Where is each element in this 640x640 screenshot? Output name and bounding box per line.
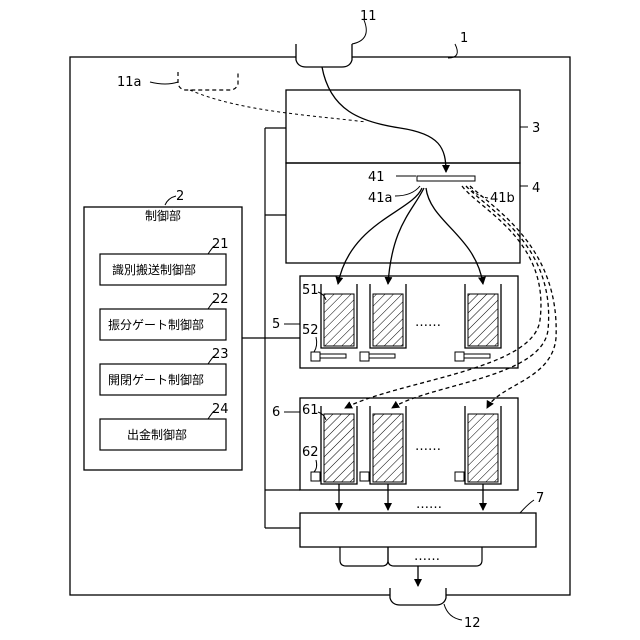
- ref-51: 51: [302, 283, 319, 298]
- opening-gate-52-a: [311, 352, 346, 361]
- ref-11: 11: [360, 9, 377, 24]
- ellipsis-bracket: ……: [414, 549, 440, 564]
- ref-3: 3: [532, 121, 540, 136]
- ellipsis-outlets: ……: [416, 497, 442, 512]
- ref-12: 12: [464, 616, 481, 631]
- stacker-51-a: [321, 284, 357, 348]
- ref-1: 1: [460, 31, 468, 46]
- ref-5: 5: [272, 317, 280, 332]
- gate-62-b: [360, 472, 369, 481]
- stacker-51-c: [465, 284, 501, 348]
- ref-41: 41: [368, 170, 385, 185]
- transport-path: [322, 67, 446, 172]
- ref-6: 6: [272, 405, 280, 420]
- distribution-gate-41: [417, 176, 475, 181]
- branch-41a-3: [426, 188, 483, 284]
- ref-41a: 41a: [368, 191, 393, 206]
- ref-52: 52: [302, 323, 319, 338]
- ref-21: 21: [212, 237, 229, 252]
- stacker-51-b: [370, 284, 406, 348]
- sub-unit-24-label: 出金制御部: [127, 427, 187, 442]
- sub-unit-21-label: 識別搬送制御部: [112, 262, 196, 277]
- stacker-61-c: [465, 406, 501, 484]
- ellipsis-unit-5: ……: [415, 315, 441, 330]
- ref-61: 61: [302, 403, 319, 418]
- unit-4: [286, 163, 520, 263]
- stacker-61-b: [370, 406, 406, 484]
- transport-path-11a: [190, 90, 366, 122]
- ref-41b: 41b: [490, 191, 515, 206]
- gate-62-a: [311, 472, 320, 481]
- ref-62: 62: [302, 445, 319, 460]
- sub-unit-23-label: 開閉ゲート制御部: [108, 372, 204, 387]
- ref-7: 7: [536, 491, 544, 506]
- ref-22: 22: [212, 292, 229, 307]
- opening-gate-52-c: [455, 352, 490, 361]
- unit-3: [286, 90, 520, 163]
- ref-11a: 11a: [117, 75, 142, 90]
- branch-41a-2: [388, 188, 424, 284]
- ref-4: 4: [532, 181, 540, 196]
- ref-23: 23: [212, 347, 229, 362]
- inlet-11a: [178, 72, 238, 90]
- opening-gate-52-b: [360, 352, 395, 361]
- ref-2: 2: [176, 189, 184, 204]
- sub-unit-22-label: 振分ゲート制御部: [108, 317, 204, 332]
- control-bus: [242, 128, 300, 528]
- stacker-61-a: [321, 406, 357, 484]
- gate-62-c: [455, 472, 464, 481]
- unit-7: [300, 513, 536, 547]
- control-unit-title: 制御部: [145, 208, 181, 223]
- ellipsis-unit-6: ……: [415, 439, 441, 454]
- merge-bracket-1: [340, 547, 388, 566]
- ref-24: 24: [212, 402, 229, 417]
